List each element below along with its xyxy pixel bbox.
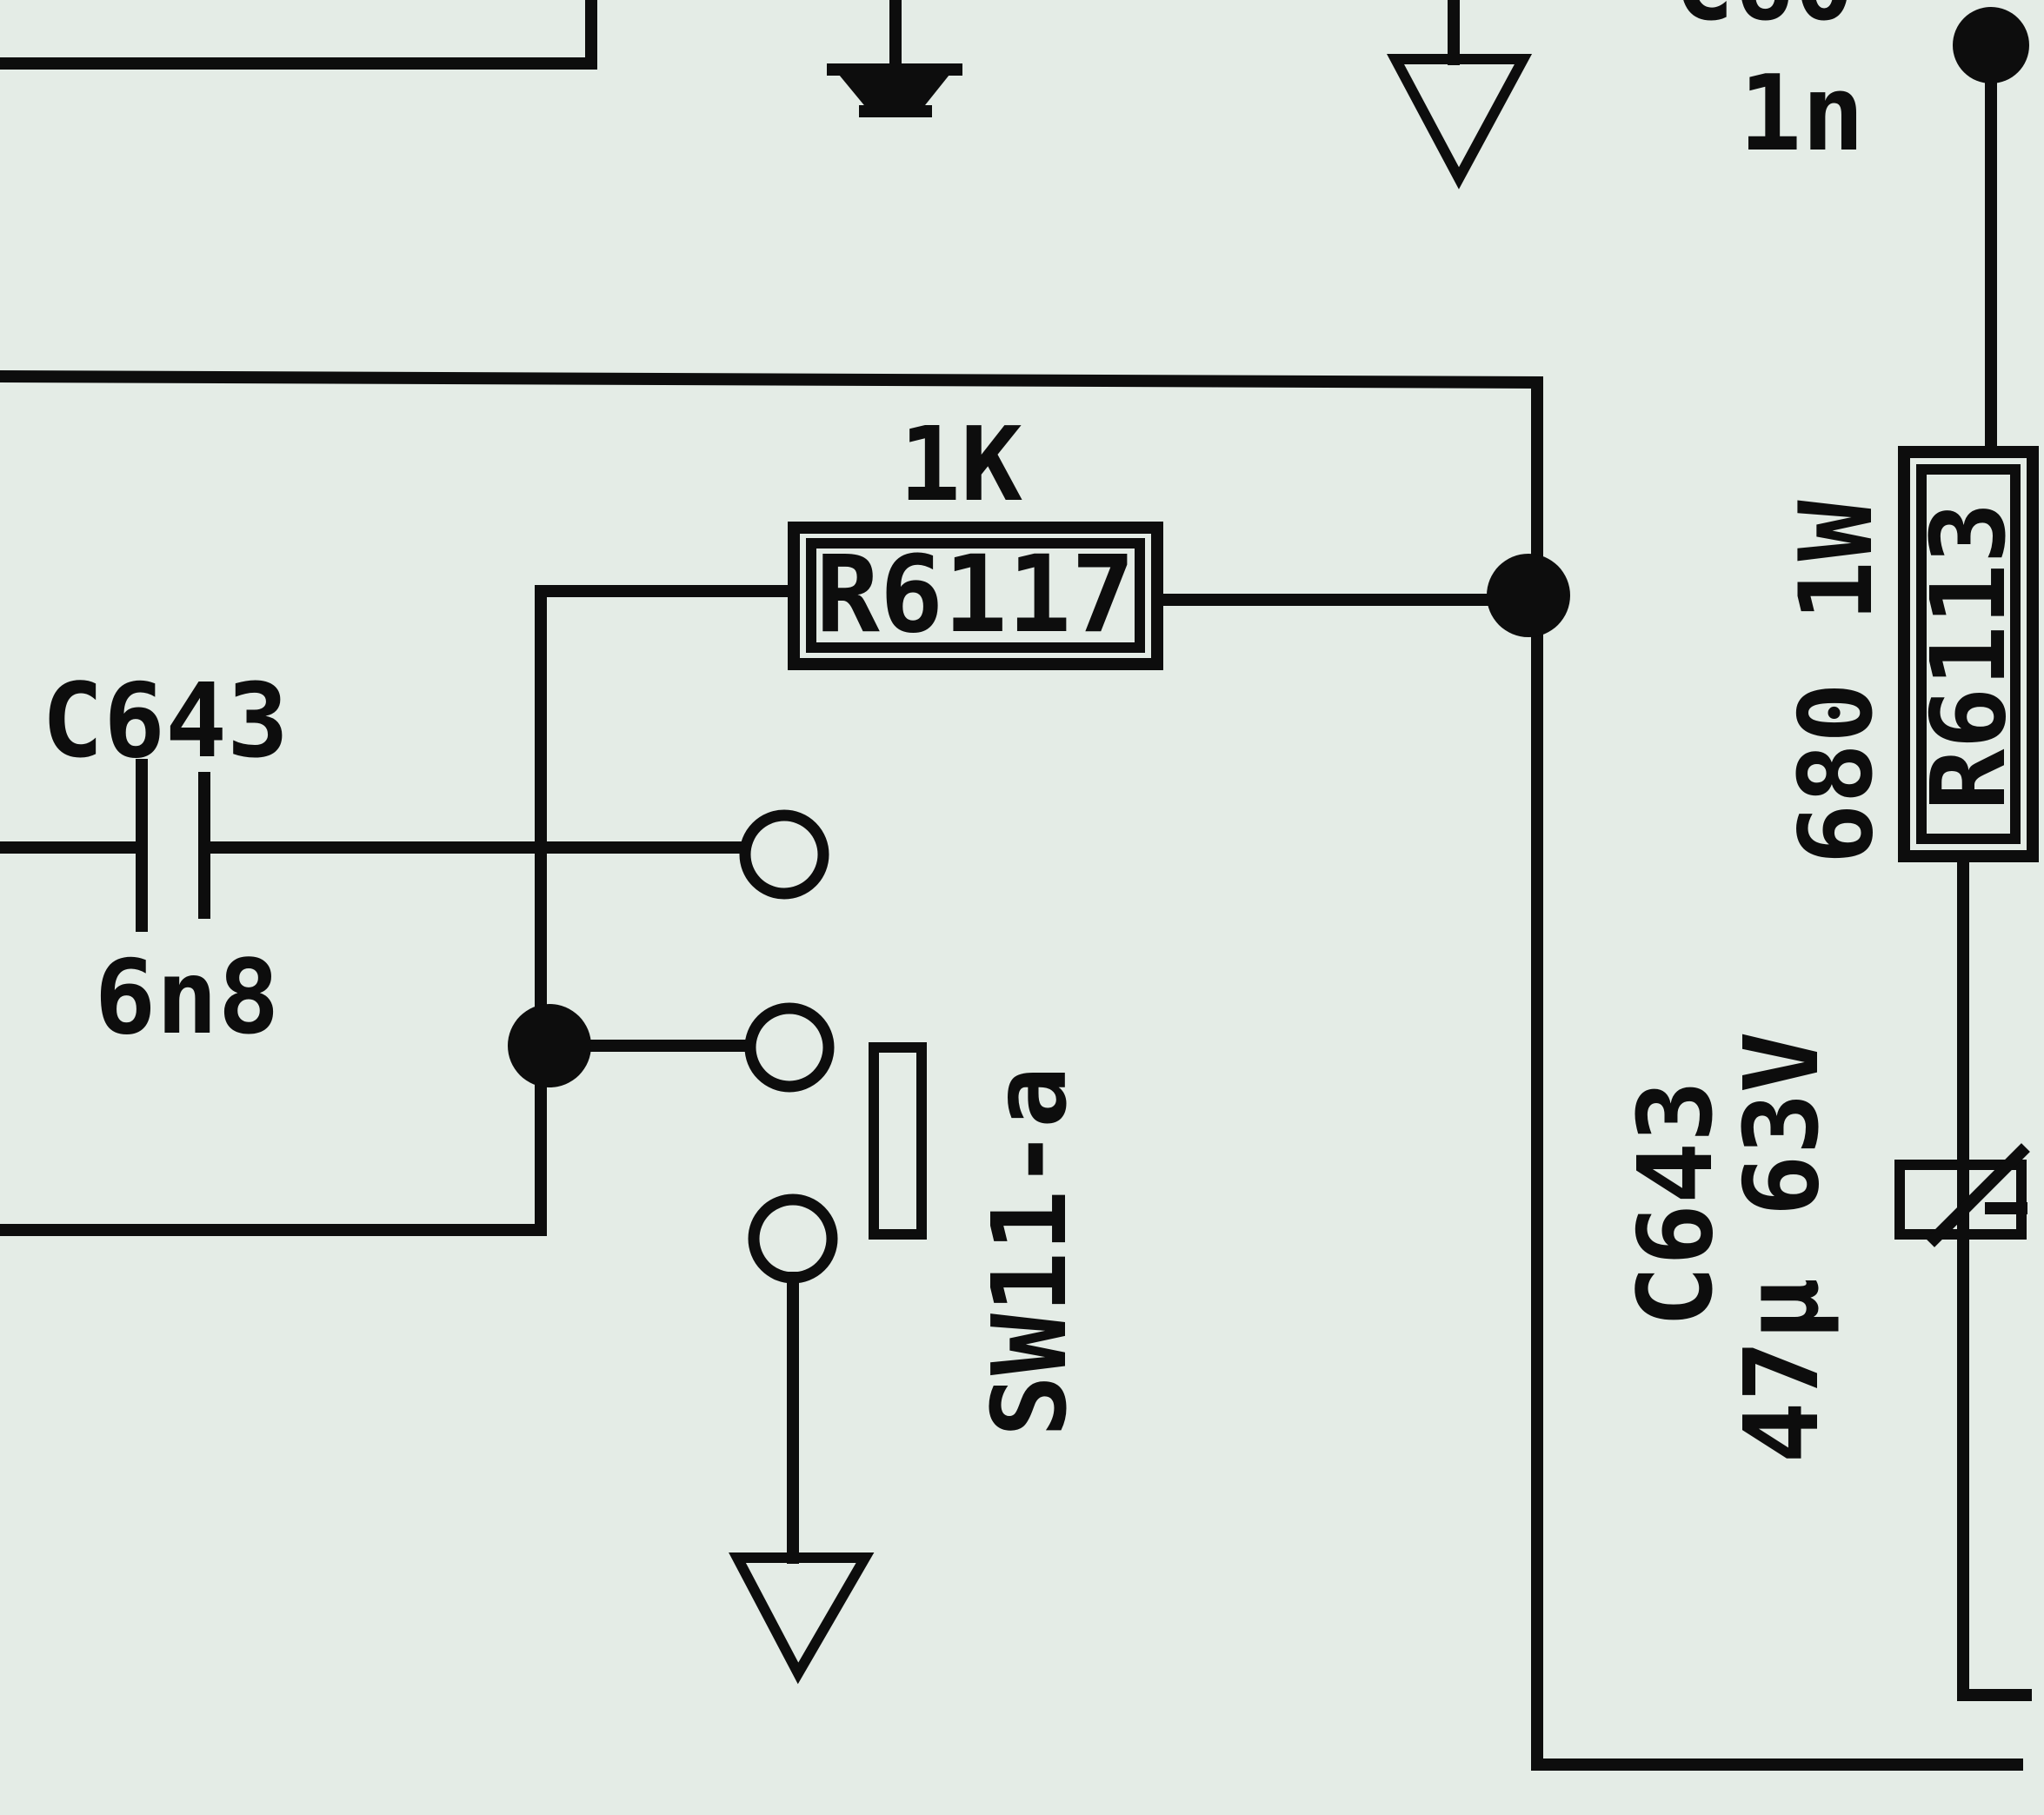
r6117-value-label: 1K	[899, 404, 1022, 524]
c643-large-ref-label: C643	[1615, 1080, 1735, 1327]
top-right-junction-node	[1953, 7, 2029, 83]
r6117-ref-label: R6117	[816, 533, 1135, 656]
c643-large-value-label: 47µ 63V	[1721, 1031, 1841, 1463]
switch-actuator	[869, 1042, 927, 1240]
capacitor-c643-small	[0, 759, 749, 932]
c643-small-ref-label: C643	[42, 661, 289, 781]
main-bus-wire	[0, 369, 2023, 1771]
top-cap-value: 1n	[1739, 54, 1865, 175]
bottom-ground-symbol	[729, 1272, 875, 1685]
c643-small-value-label: 6n8	[94, 937, 279, 1057]
r6117-left-wire	[0, 585, 800, 1236]
switch-terminal-1	[739, 809, 829, 900]
electrolytic-capacitor-symbol	[1894, 1143, 2030, 1247]
r6117-junction-node	[1487, 554, 1570, 637]
r6113-ref-label: R6113	[1908, 502, 2028, 810]
top-partial-cap-ref: C60	[1674, 0, 1854, 43]
switch-ref-label: SW11-a	[969, 1067, 1089, 1437]
switch-junction-node	[508, 1004, 591, 1087]
resistor-r6117: R6117	[788, 522, 1163, 670]
top-ground-symbol-triangle	[1387, 0, 1533, 189]
top-left-box-wire	[0, 0, 597, 70]
resistor-r6113: R6113	[1898, 446, 2039, 862]
right-lower-wire	[1957, 850, 2032, 1701]
top-ground-symbol-solid	[827, 0, 962, 117]
r6113-value-label: 680 1W	[1778, 500, 1895, 864]
